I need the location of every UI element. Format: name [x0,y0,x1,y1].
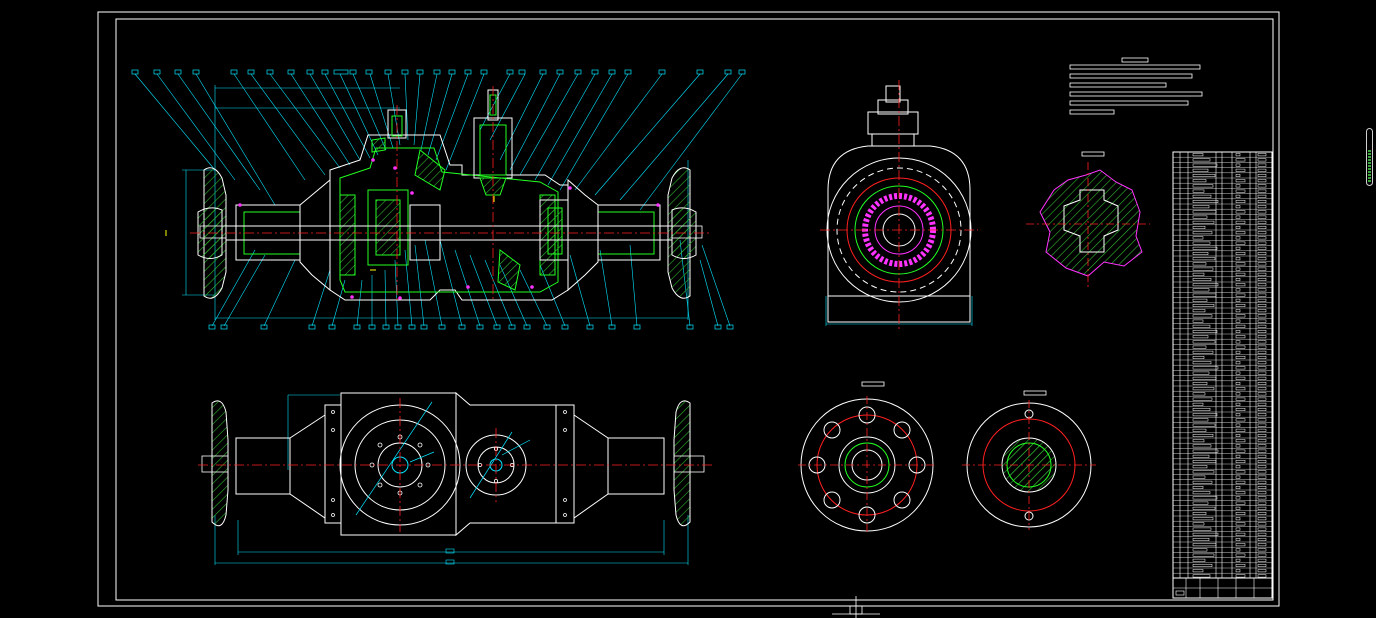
bottom-part-labels [208,324,734,330]
differential-gears [367,189,569,266]
left-axle-housing [235,178,331,292]
top-part-labels [131,69,746,75]
parts-list-table[interactable] [1172,151,1273,599]
scroll-thumb-icon[interactable] [1366,128,1373,186]
scroll-grip[interactable] [1368,150,1371,182]
section-markers [238,158,660,300]
main-section-view[interactable] [131,69,746,330]
sheet-border [97,11,1280,607]
plan-left-hub [201,400,229,527]
main-reducer-housing [329,134,569,301]
side-dimensions [825,296,973,326]
right-axle-housing [567,178,661,292]
plan-housing [235,391,665,537]
plan-bolts [331,410,567,517]
side-centerlines [820,80,978,330]
plan-right-hub [673,400,705,527]
main-dimensions [182,85,689,320]
plan-dimensions [214,394,689,565]
yellow-marks [165,196,495,271]
spline-section[interactable] [1026,151,1150,288]
plan-centerlines [198,398,712,532]
bottom-leader-lines [211,239,731,327]
plan-view[interactable] [198,391,712,565]
technical-requirements-block [1069,57,1203,115]
plan-leaders [355,401,531,516]
flange-view-a[interactable] [798,381,936,534]
side-view[interactable] [820,80,978,330]
flange-view-b[interactable] [962,390,1096,530]
sheet-center-mark [832,596,880,618]
main-centerline [190,86,712,300]
